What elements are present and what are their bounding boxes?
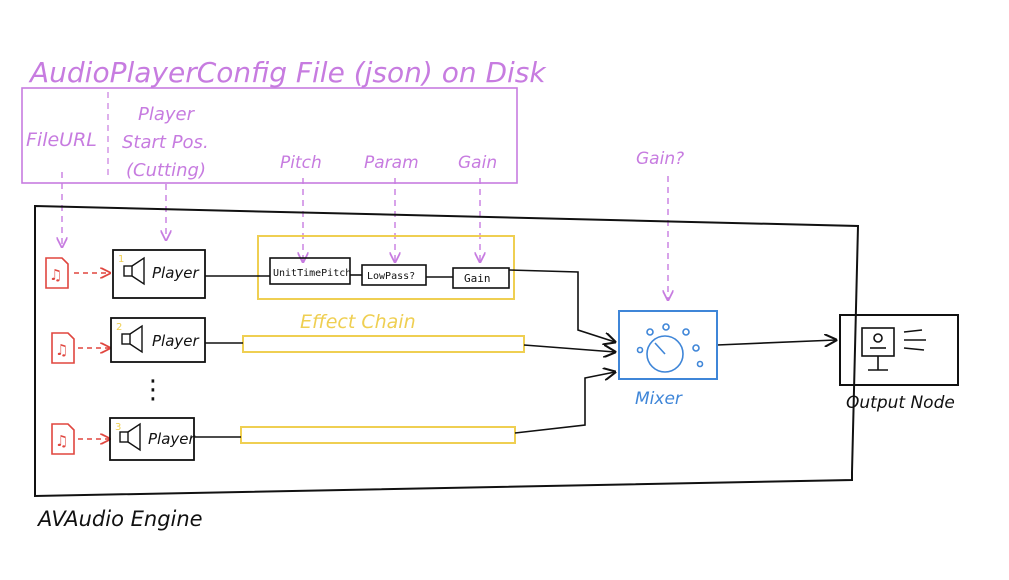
player-number: 3: [115, 422, 121, 433]
conn-chain1-mixer: [508, 269, 615, 342]
conn-chain3-mixer: [514, 372, 615, 434]
effect-chain-box: [257, 235, 515, 300]
engine-label: AVAudio Engine: [36, 507, 203, 531]
effect-unit-time-pitch: [269, 257, 351, 285]
effect-chain-placeholder-2: [242, 335, 525, 353]
monitor-icon: [861, 327, 926, 371]
svg-text:♫: ♫: [49, 266, 62, 284]
config-title: AudioPlayerConfig File (json) on Disk: [28, 56, 547, 89]
ellipsis: ⋮: [140, 375, 166, 405]
config-field-gain: Gain: [458, 153, 497, 173]
svg-text:♫: ♫: [55, 341, 68, 359]
effect-low-pass-label: LowPass?: [367, 271, 415, 282]
config-field-param: Param: [364, 153, 419, 173]
speaker-icon: [121, 324, 143, 354]
effect-unit-time-pitch-label: UnitTimePitch: [273, 268, 351, 279]
knob-icon: [636, 323, 704, 373]
player-3: 3 Player: [109, 417, 196, 461]
config-field-pitch: Pitch: [280, 153, 322, 173]
config-field-cutting: (Cutting): [126, 160, 206, 181]
config-field-player: Player: [138, 104, 196, 125]
effect-chain-label: Effect Chain: [300, 311, 416, 333]
config-field-start-pos: Start Pos.: [122, 132, 209, 153]
effect-gain-label: Gain: [464, 272, 491, 285]
player-2: 2 Player: [110, 317, 206, 363]
music-file-icon: ♫: [51, 332, 75, 364]
svg-text:♫: ♫: [55, 432, 68, 450]
player-label: Player: [152, 264, 200, 282]
config-field-file-url: FileURL: [26, 129, 97, 151]
music-file-icon: ♫: [45, 257, 69, 289]
conn-chain2-mixer: [523, 344, 615, 352]
engine-box: [34, 204, 860, 498]
conn-mixer-output: [716, 340, 836, 345]
effect-chain-placeholder-3: [240, 426, 516, 444]
config-box: [21, 87, 518, 184]
effect-gain: [452, 267, 510, 289]
output-label: Output Node: [846, 393, 955, 413]
mixer-label: Mixer: [635, 389, 683, 409]
player-label: Player: [152, 332, 200, 350]
output-box: [839, 314, 959, 386]
mixer-gain-label: Gain?: [636, 149, 684, 169]
speaker-icon: [123, 256, 145, 286]
music-file-icon: ♫: [51, 423, 75, 455]
player-number: 2: [116, 322, 122, 333]
player-1: 1 Player: [112, 249, 206, 299]
speaker-icon: [119, 422, 141, 452]
mixer-box: [618, 310, 718, 380]
player-label: Player: [148, 430, 196, 448]
player-number: 1: [118, 254, 124, 265]
